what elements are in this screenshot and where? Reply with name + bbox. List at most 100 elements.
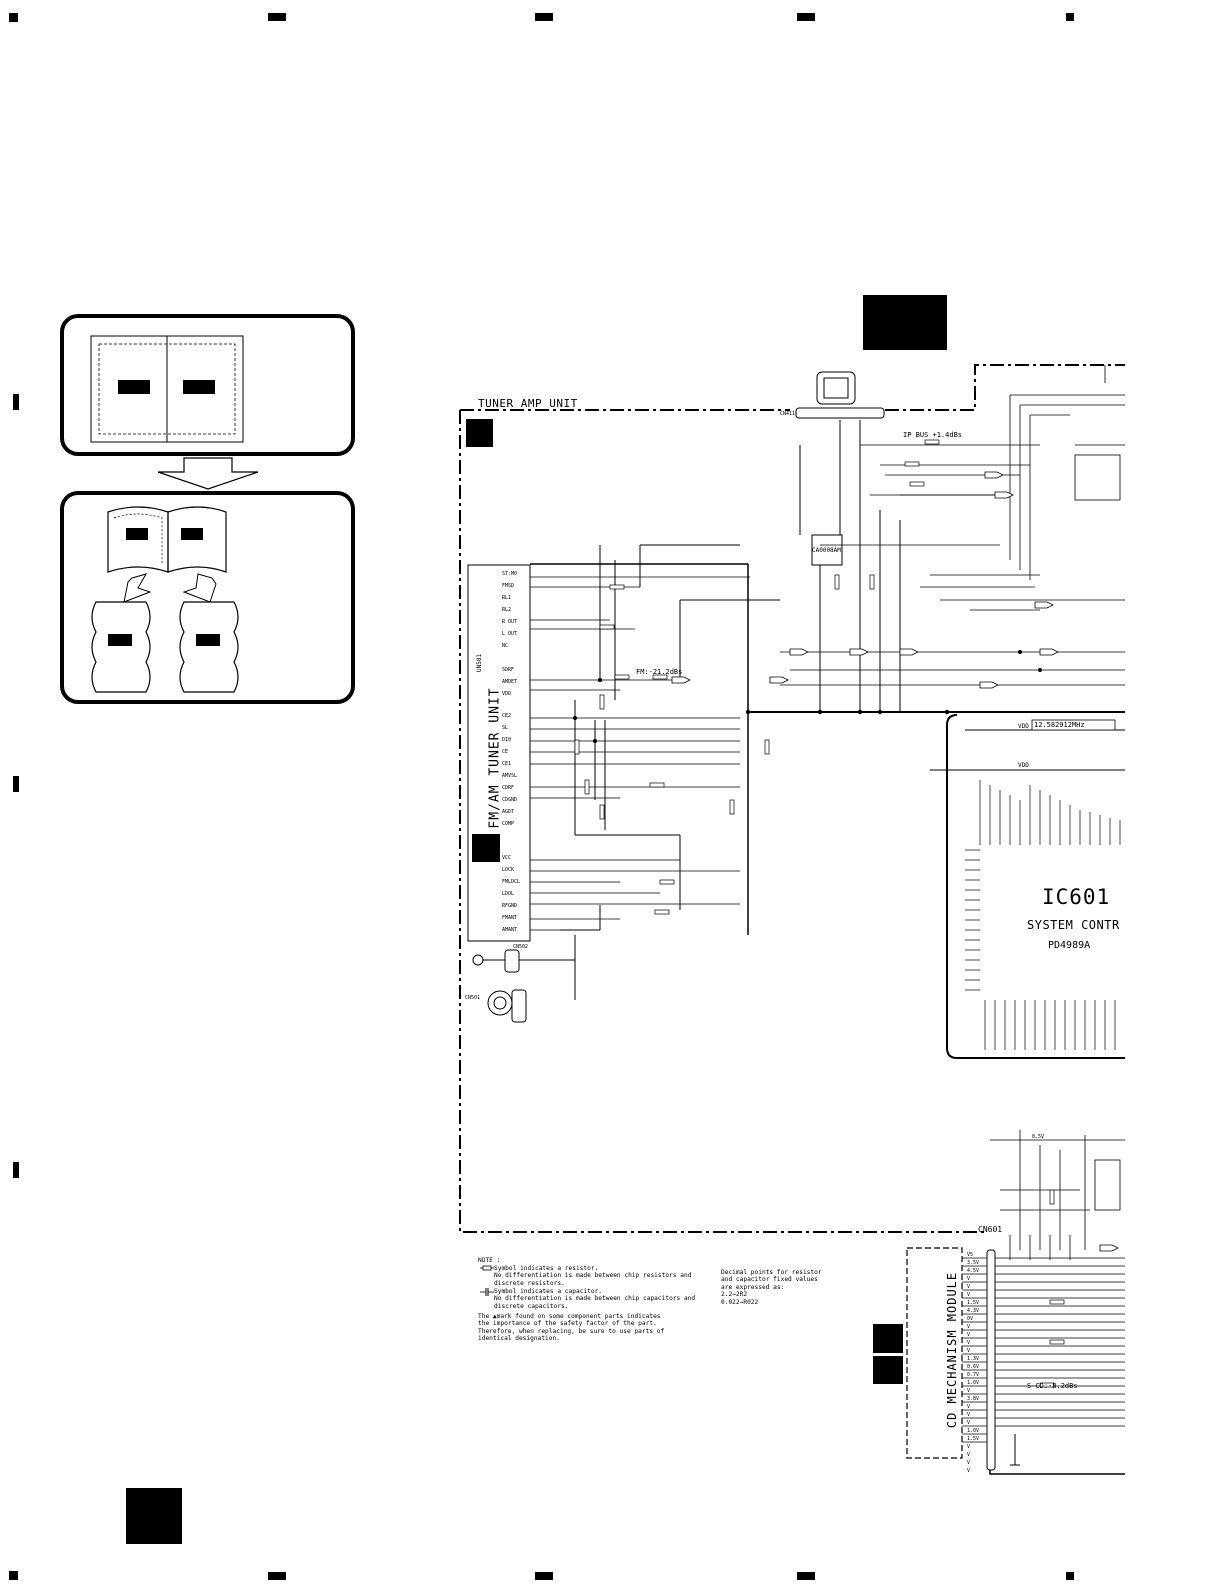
tuner-pin-label: CE2 [502,713,512,719]
registration-mark-top-3 [535,13,553,21]
cd-pin-voltage: V [967,1276,971,1282]
capacitor-symbol-icon [480,1288,494,1296]
note-safety-text: The ▲mark found on some component parts … [478,1313,665,1343]
cd-pin-voltage: V [967,1444,971,1450]
cd-pin-voltage: 1.0V [967,1380,980,1386]
vdd-label-1: VDD [1018,723,1029,730]
voltage-8v5-label: 8.5V [1032,1134,1045,1140]
note-title: NOTE : [478,1257,501,1264]
tuner-pin-label: RL2 [502,607,512,613]
tuner-pin-label: L OUT [502,631,518,637]
tuner-pin-label: RL1 [502,595,512,601]
fm-level-label: FM:-21.2dBs [636,668,683,676]
page-id-block-top [863,295,947,350]
scd-level-label: S-CD:-8.2dBs [1027,1382,1078,1390]
registration-mark-bottom-4 [797,1572,815,1580]
section-marker-c [873,1324,903,1353]
tuner-pin-label: FMLDCL [502,879,521,885]
cd-pin-voltage: V [967,1420,971,1426]
tuner-pin-label: FMSD [502,583,515,589]
cd-pin-voltage: 1.5V [967,1436,980,1442]
cd-pin-voltage: V [967,1332,971,1338]
registration-mark-left-3 [13,1162,19,1178]
tuner-pin-label: ST:MO [502,571,518,577]
cd-pin-voltage: V [967,1412,971,1418]
section-marker-b [472,834,500,862]
section-marker-d [873,1356,903,1384]
tuner-pin-label: AGDT [502,809,515,815]
tuner-pin-label: CE [502,749,509,755]
registration-mark-bottom-2 [268,1572,286,1580]
page-number-block [126,1488,182,1544]
tuner-pin-label: VCC [502,855,512,861]
connector-cn601-label: CN601 [978,1225,1003,1234]
cd-pin-voltage: 3.5V [967,1260,980,1266]
connector-cn411-label: CN411 [780,411,796,417]
ip-bus-label: IP BUS +1.4dBs [903,431,963,439]
tuner-pin-label: VDD [502,691,512,697]
tuner-pin-label: AMVSL [502,773,518,779]
cd-pin-voltage: V [967,1292,971,1298]
tuner-pin-label: CE1 [502,761,512,767]
cd-pin-voltage: V [967,1468,971,1474]
section-marker-a [466,419,493,447]
tuner-pin-label: CDRF [502,785,515,791]
tuner-pin-label: CDGND [502,797,518,803]
cd-pin-voltage: 3.8V [967,1396,980,1402]
tuner-module-ref: UN501 [476,653,483,672]
tuner-pin-label: FMANT [502,915,518,921]
cd-pin-voltage: 0.7V [967,1372,980,1378]
regulator-ic-label: CA0008AM [812,547,841,554]
note-decimal-text: Decimal points for resistor and capacito… [721,1269,822,1306]
cd-pin-voltage: V [967,1388,971,1394]
cd-pin-voltage: 4.5V [967,1268,980,1274]
resistor-symbol-icon [480,1265,494,1271]
note-capacitor-text: Symbol indicates a capacitor. No differe… [494,1288,696,1310]
registration-mark-bottom-3 [535,1572,553,1580]
connector-cn501-label: CN501 [465,995,481,1001]
crystal-frequency-label: 12.582912MHz [1034,721,1085,729]
connector-cn502-label: CN502 [513,944,529,950]
registration-mark-left-2 [13,776,19,792]
tuner-pin-label: COMP [502,821,515,827]
registration-mark-bottom-1 [9,1571,18,1580]
tuner-pin-label: RFGND [502,903,518,909]
tuner-pin-label: DI0 [502,737,512,743]
cd-pin-voltage: 1.0V [967,1428,980,1434]
tuner-pin-label: NC [502,643,509,649]
tuner-pin-label: LOCK [502,867,515,873]
registration-mark-top-1 [9,13,18,22]
schematic-wiring [459,364,1125,1475]
registration-mark-left-1 [13,394,19,410]
tuner-pin-label: R OUT [502,619,518,625]
tuner-pin-label: AMDET [502,679,518,685]
cd-pin-voltage: V [967,1284,971,1290]
registration-mark-bottom-5 [1066,1572,1074,1580]
tuner-pin-label: SDRF [502,667,515,673]
cd-pin-voltage: V5 [967,1252,974,1258]
ic601-label: IC601 [1042,885,1111,909]
cd-pin-voltage: 1.5V [967,1300,980,1306]
cd-pin-voltage: 1.3V [967,1356,980,1362]
cd-pin-voltage: V [967,1452,971,1458]
tuner-pin-label: SL [502,725,509,731]
cd-pin-voltage: V [967,1348,971,1354]
cd-pin-voltage: V [967,1460,971,1466]
ic601-function-label: SYSTEM CONTR [1027,918,1120,932]
tuner-pin-label: AMANT [502,927,518,933]
tuner-pin-label: LDOL [502,891,515,897]
cd-pin-voltage: V [967,1404,971,1410]
registration-mark-top-4 [797,13,815,21]
ic601-part-label: PD4989A [1048,940,1091,951]
cd-pin-voltage: 4.3V [967,1308,980,1314]
registration-mark-top-5 [1066,13,1074,21]
cd-mechanism-module-label: CD MECHANISM MODULE [945,1271,959,1429]
cd-pin-voltage: V [967,1340,971,1346]
note-resistor-text: Symbol indicates a resistor. No differen… [494,1265,692,1287]
vdd-label-2: VDD [1018,762,1029,769]
cd-pin-voltage: 0V [967,1316,974,1322]
cd-pin-voltage: 0.6V [967,1364,980,1370]
cd-pin-voltage: V [967,1324,971,1330]
sheet-layout-guide [60,314,355,704]
tuner-module-label: FM/AM TUNER UNIT [487,687,503,829]
